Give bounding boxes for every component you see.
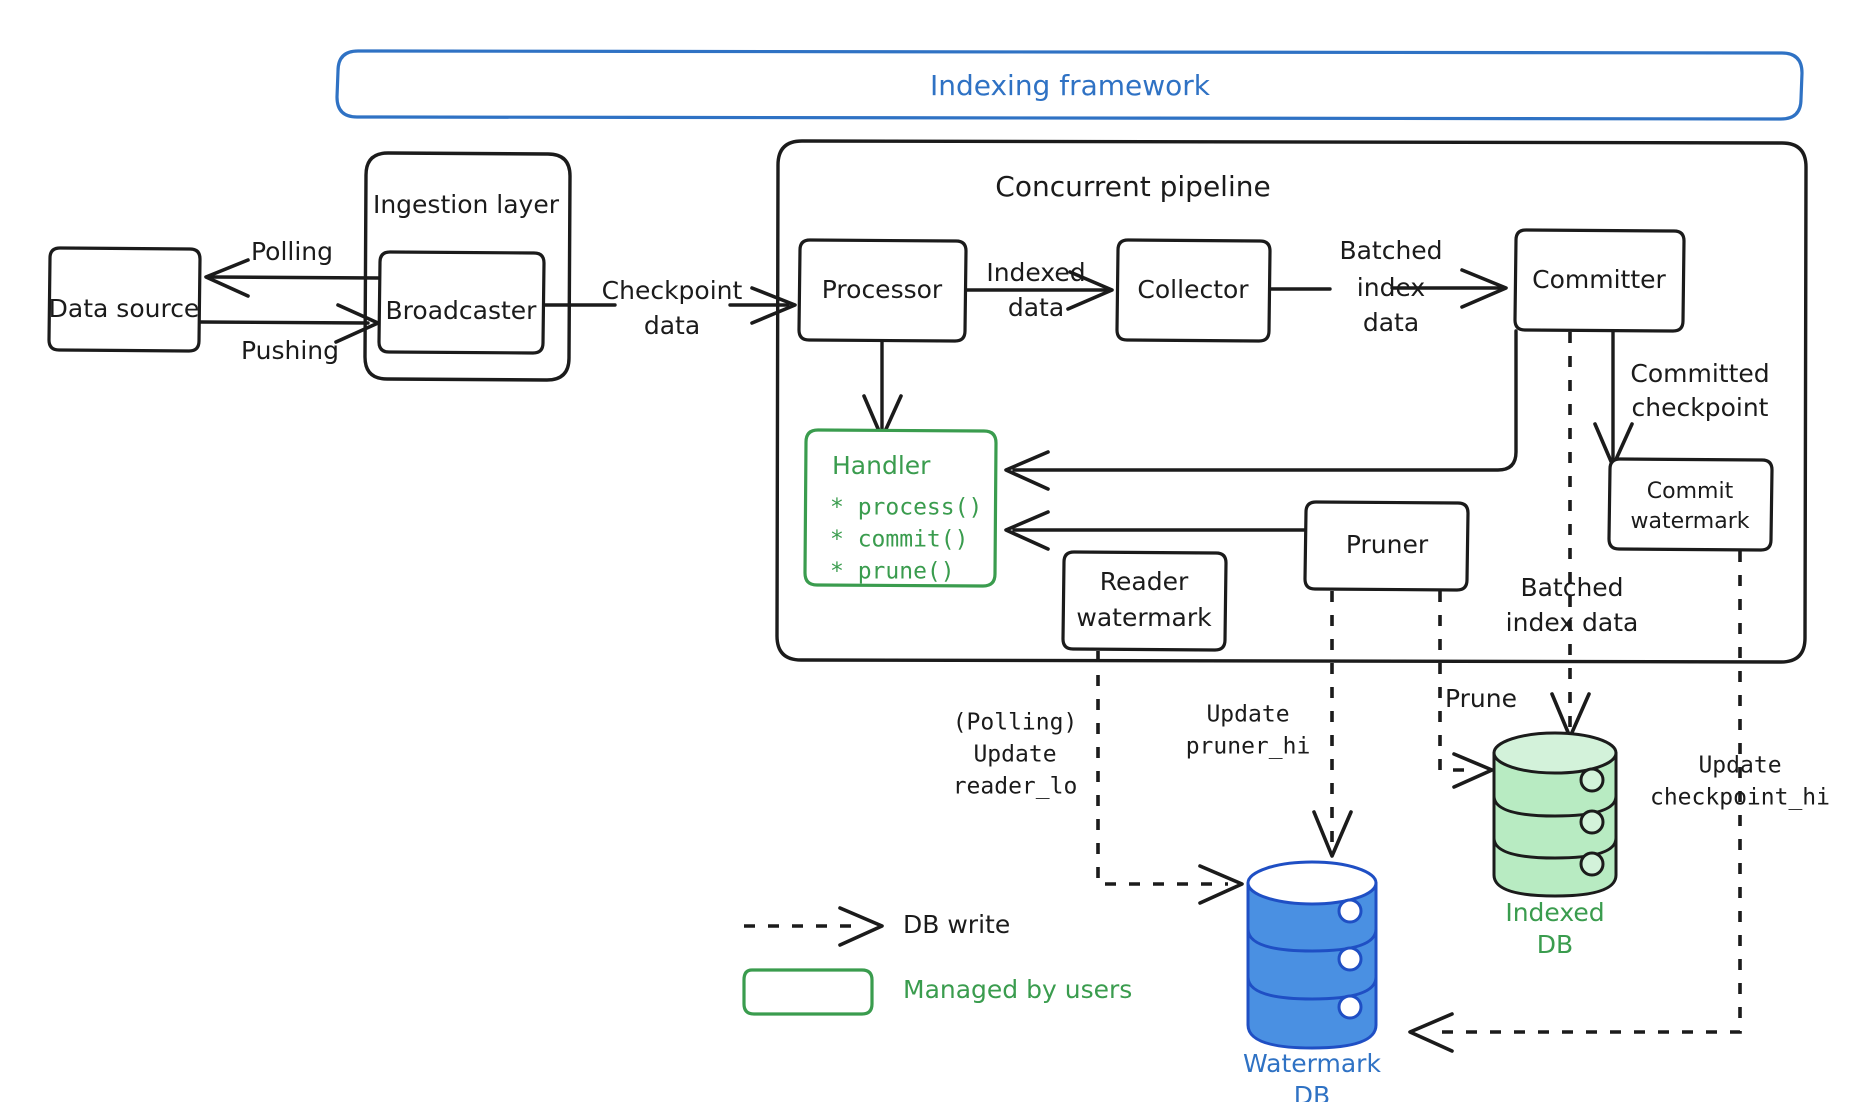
legend: DB write Managed by users	[742, 906, 1132, 1016]
legend-label-managed-by-users: Managed by users	[903, 975, 1132, 1004]
node-data-source[interactable]: Data source	[47, 246, 202, 353]
edge-label-prune: Prune	[1445, 684, 1517, 713]
data-source-label: Data source	[49, 294, 200, 323]
legend-label-db-write: DB write	[903, 910, 1010, 939]
handler-method-commit: * commit()	[830, 527, 968, 553]
edge-label-pruner-hi-line2: pruner_hi	[1186, 734, 1311, 760]
edge-label-batched-index-data-b-line2: index data	[1506, 608, 1639, 637]
edge-label-checkpoint-hi-line2: checkpoint_hi	[1650, 785, 1830, 811]
edge-committer-to-handler	[1004, 329, 1518, 491]
watermark-db-label-line2: DB	[1294, 1081, 1330, 1102]
pruner-label: Pruner	[1346, 530, 1429, 559]
committer-label: Committer	[1532, 265, 1666, 294]
edge-polling: Polling	[204, 237, 380, 298]
handler-title: Handler	[832, 451, 931, 480]
edge-committed-checkpoint: Committed checkpoint	[1593, 329, 1770, 468]
edge-label-pruner-hi-line1: Update	[1206, 702, 1289, 728]
handler-method-process: * process()	[830, 495, 982, 521]
edge-label-batched-index-data-line1: Batched	[1339, 236, 1442, 265]
indexed-db-label-line1: Indexed	[1505, 898, 1604, 927]
node-collector[interactable]: Collector	[1115, 238, 1272, 343]
indexed-db-label-line2: DB	[1537, 930, 1573, 959]
reader-watermark-label-line2: watermark	[1076, 603, 1212, 632]
indexing-framework-banner: Indexing framework	[335, 49, 1804, 121]
edge-batched-index-data: Batched index data	[1269, 236, 1508, 337]
edge-label-checkpoint-data-line2: data	[644, 311, 700, 340]
edge-processor-to-handler	[862, 340, 903, 440]
edge-label-pushing: Pushing	[241, 336, 339, 365]
edge-label-batched-index-data-b-line1: Batched	[1520, 573, 1623, 602]
edge-label-batched-index-data-line2: index	[1357, 273, 1425, 302]
broadcaster-label: Broadcaster	[386, 296, 538, 325]
edge-pruner-to-handler	[1004, 510, 1324, 551]
indexing-framework-label: Indexing framework	[930, 69, 1211, 102]
edge-update-reader-lo: (Polling) Update reader_lo	[953, 651, 1244, 905]
edge-label-reader-lo-line2: Update	[973, 742, 1056, 768]
edge-label-indexed-data-line1: Indexed	[986, 258, 1085, 287]
edge-label-reader-lo-line1: (Polling)	[953, 710, 1078, 736]
edge-label-reader-lo-line3: reader_lo	[953, 774, 1078, 800]
edge-update-pruner-hi: Update pruner_hi	[1186, 591, 1353, 858]
legend-item-managed-by-users: Managed by users	[742, 968, 1132, 1016]
edge-indexed-data: Indexed data	[965, 258, 1114, 322]
edge-label-committed-checkpoint-line2: checkpoint	[1632, 393, 1769, 422]
watermark-db-label-line1: Watermark	[1243, 1049, 1381, 1078]
edge-checkpoint-data: Checkpoint data	[543, 276, 797, 340]
edge-batched-index-data-to-db: Batched index data	[1506, 332, 1639, 739]
node-commit-watermark[interactable]: Commit watermark	[1607, 457, 1774, 552]
node-processor[interactable]: Processor	[797, 238, 968, 343]
commit-watermark-label-line2: watermark	[1631, 509, 1750, 534]
commit-watermark-label-line1: Commit	[1647, 479, 1734, 504]
edge-prune: Prune	[1438, 591, 1517, 789]
group-ingestion-layer: Ingestion layer	[363, 151, 572, 382]
edge-label-indexed-data-line2: data	[1008, 293, 1064, 322]
node-committer[interactable]: Committer	[1513, 228, 1686, 333]
concurrent-pipeline-label: Concurrent pipeline	[995, 170, 1270, 203]
node-handler[interactable]: Handler * process() * commit() * prune()	[803, 428, 998, 588]
handler-method-prune: * prune()	[830, 559, 955, 585]
node-pruner[interactable]: Pruner	[1303, 500, 1470, 592]
db-watermark[interactable]: Watermark DB	[1243, 860, 1381, 1102]
processor-label: Processor	[822, 275, 943, 304]
edge-label-batched-index-data-line3: data	[1363, 308, 1419, 337]
ingestion-layer-label: Ingestion layer	[373, 190, 560, 219]
edge-label-checkpoint-data-line1: Checkpoint	[602, 276, 743, 305]
edge-label-committed-checkpoint-line1: Committed	[1630, 359, 1769, 388]
node-broadcaster[interactable]: Broadcaster	[377, 250, 546, 355]
edge-pushing: Pushing	[199, 303, 380, 365]
collector-label: Collector	[1137, 275, 1249, 304]
reader-watermark-label-line1: Reader	[1100, 567, 1189, 596]
edge-update-checkpoint-hi: Update checkpoint_hi	[1408, 551, 1830, 1053]
node-reader-watermark[interactable]: Reader watermark	[1061, 550, 1228, 652]
legend-item-db-write: DB write	[744, 906, 1010, 947]
db-indexed[interactable]: Indexed DB	[1492, 731, 1618, 959]
edge-label-checkpoint-hi-line1: Update	[1698, 753, 1781, 779]
group-concurrent-pipeline: Concurrent pipeline	[775, 139, 1808, 664]
edge-label-polling: Polling	[251, 237, 333, 266]
